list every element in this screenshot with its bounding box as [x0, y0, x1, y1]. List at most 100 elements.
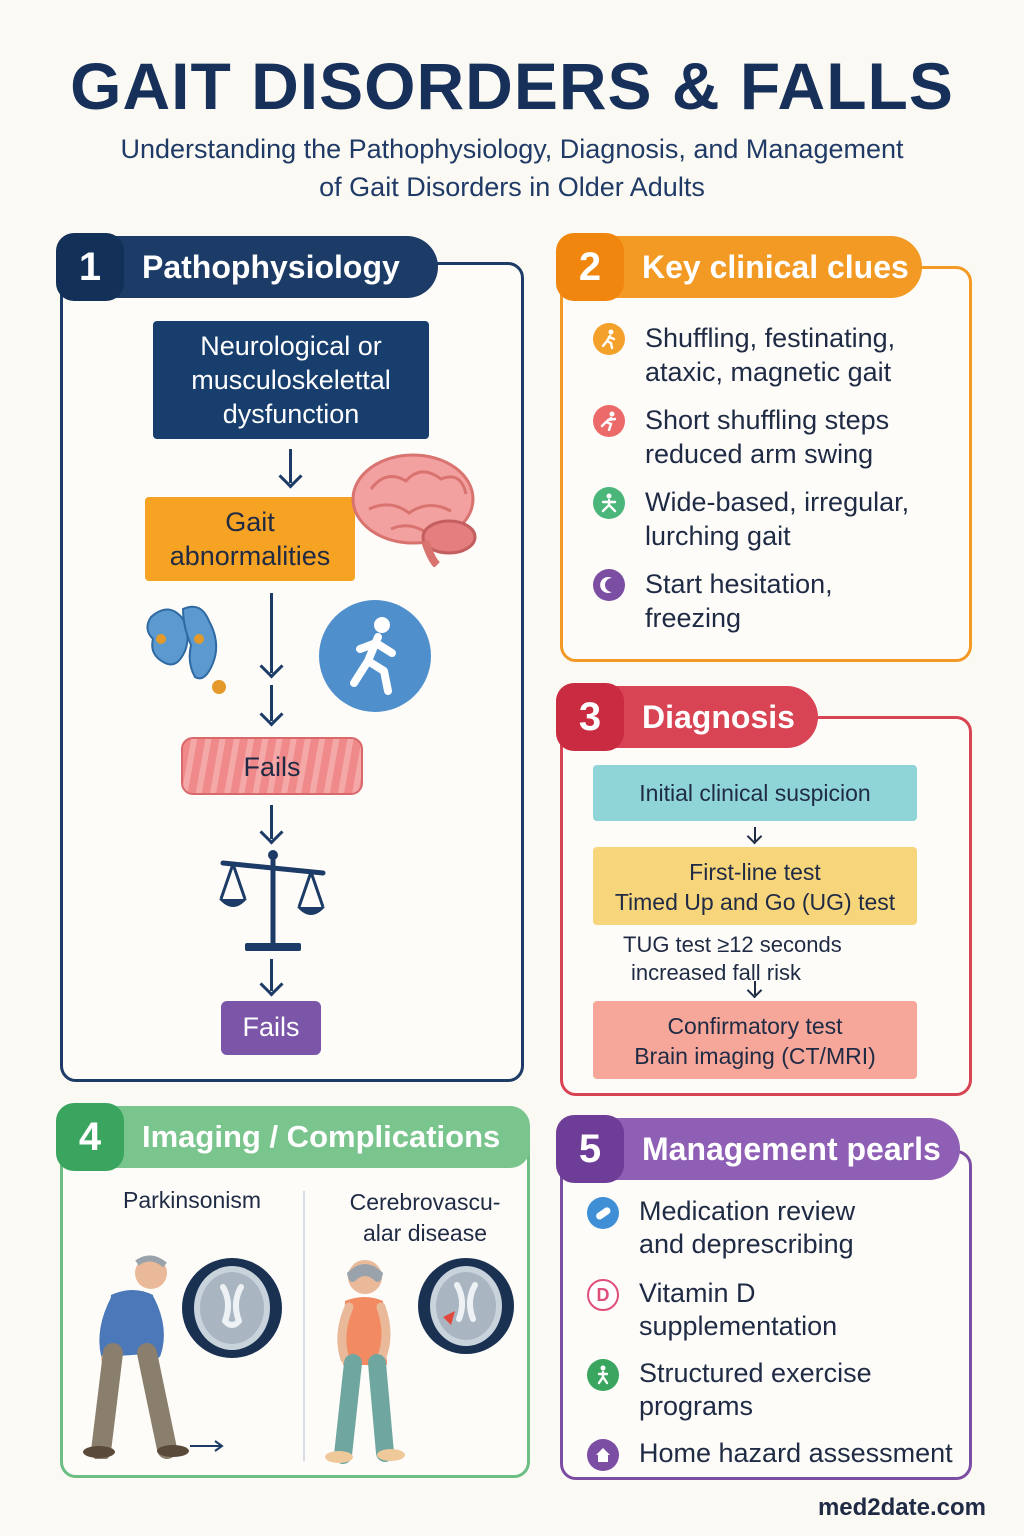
clue-item: Shuffling, festinating, ataxic, magnetic… [593, 321, 963, 389]
moon-icon [593, 569, 625, 601]
flow-arrow [270, 805, 273, 839]
clue-item: Start hesitation, freezing [593, 567, 963, 635]
pearl-item: D Vitamin D supplementation [587, 1277, 967, 1343]
section-title: Management pearls [642, 1130, 941, 1167]
neuron-icon [146, 605, 226, 694]
brain-icon [351, 453, 477, 567]
section-number: 3 [556, 683, 624, 751]
brain-lesion-scan-icon [418, 1258, 514, 1354]
pearl-line-1: Vitamin D [639, 1278, 756, 1308]
site-credit: med2date.com [817, 1494, 986, 1521]
pearl-item: Medication review and deprescribing [587, 1195, 967, 1261]
pearl-line-1: Home hazard assessment [639, 1438, 953, 1468]
page-subtitle: Understanding the Pathophysiology, Diagn… [40, 130, 984, 206]
section-number: 2 [556, 233, 624, 301]
diagnosis-header: 3 Diagnosis [556, 683, 818, 751]
falls-outcome-label: Fails [242, 1012, 300, 1042]
clue-line-2: reduced arm swing [645, 439, 874, 469]
diagnosis-panel: Initial clinical suspicion First-line te… [560, 716, 972, 1096]
parkinsonism-person-icon [83, 1255, 189, 1459]
clue-line-2: freezing [645, 603, 742, 633]
dysfunction-box: Neurological or musculoskelettal dysfunc… [153, 321, 429, 439]
panel-divider [303, 1191, 305, 1461]
pill-icon [587, 1197, 619, 1229]
clinical-clues-panel: Shuffling, festinating, ataxic, magnetic… [560, 266, 972, 662]
exercise-icon [587, 1359, 619, 1391]
section-number: 1 [56, 233, 124, 301]
walking-icon [593, 323, 625, 355]
imaging-header: 4 Imaging / Complications [56, 1103, 530, 1171]
section-number: 4 [56, 1103, 124, 1171]
walking-person-icon [319, 600, 431, 712]
stride-icon [593, 487, 625, 519]
clue-line-2: lurching gait [645, 521, 791, 551]
imaging-panel: Parkinsonism Cerebrovascu- alar disease [60, 1132, 530, 1478]
running-icon [593, 405, 625, 437]
first-line-test-box: First-line test Timed Up and Go (UG) tes… [593, 847, 917, 925]
clue-line-2: ataxic, magnetic gait [645, 357, 892, 387]
tug-note-line-2: increased fall risk [631, 960, 801, 985]
initial-suspicion-box: Initial clinical suspicion [593, 765, 917, 821]
pearl-line-1: Medication review [639, 1196, 856, 1226]
falls-outcome-box: Fails [221, 1001, 321, 1055]
tug-note: TUG test ≥12 seconds increased fall risk [623, 931, 903, 987]
falls-label: Fails [243, 752, 301, 782]
pearl-item: Structured exercise programs [587, 1357, 967, 1423]
cerebrovascular-label: Cerebrovascu- alar disease [327, 1187, 523, 1249]
flow-arrow [754, 827, 756, 841]
page-title: GAIT DISORDERS & FALLS [70, 49, 954, 123]
pearl-line-2: supplementation [639, 1311, 838, 1341]
section-title: Pathophysiology [142, 248, 400, 285]
pearl-line-2: programs [639, 1391, 754, 1421]
vitamin-d-icon: D [587, 1279, 619, 1311]
pearl-line-1: Structured exercise [639, 1358, 872, 1388]
gait-line-2: abnormalities [169, 541, 331, 571]
confirmatory-detail: Brain imaging (CT/MRI) [634, 1043, 876, 1069]
falls-muscle-box: Fails [181, 737, 363, 795]
dysfunction-line-2: musculoskelettal [191, 365, 391, 395]
flow-arrow [270, 959, 273, 991]
scales-icon [219, 850, 326, 951]
section-number: 5 [556, 1115, 624, 1183]
flow-arrow [754, 981, 756, 995]
clue-line-1: Short shuffling steps [645, 405, 890, 435]
dysfunction-line-1: Neurological or [200, 331, 382, 361]
flow-arrow [270, 593, 273, 673]
section-title: Imaging / Complications [142, 1119, 501, 1154]
clue-item: Short shuffling steps reduced arm swing [593, 403, 963, 471]
subtitle-line-1: Understanding the Pathophysiology, Diagn… [120, 134, 904, 164]
clue-item: Wide-based, irregular, lurching gait [593, 485, 963, 553]
section-title: Diagnosis [642, 698, 795, 735]
parkinsonism-label: Parkinsonism [123, 1187, 262, 1213]
subtitle-line-2: of Gait Disorders in Older Adults [319, 172, 705, 202]
clue-line-1: Shuffling, festinating, [645, 323, 896, 353]
confirmatory-test-box: Confirmatory test Brain imaging (CT/MRI) [593, 1001, 917, 1079]
clue-line-1: Start hesitation, [645, 569, 833, 599]
cerebrovascular-line-2: alar disease [362, 1220, 488, 1246]
vitamin-d-glyph: D [596, 1284, 610, 1305]
cerebrovascular-person-icon [325, 1260, 405, 1464]
tug-note-line-1: TUG test ≥12 seconds [623, 932, 842, 957]
pearl-item: Home hazard assessment [587, 1437, 967, 1471]
gait-line-1: Gait [225, 507, 275, 537]
pearl-line-2: and deprescribing [639, 1229, 854, 1259]
brain-scan-icon [182, 1258, 282, 1358]
pathophysiology-panel: Neurological or musculoskelettal dysfunc… [60, 262, 524, 1082]
pathophysiology-header: 1 Pathophysiology [56, 233, 438, 301]
clue-line-1: Wide-based, irregular, [645, 487, 910, 517]
initial-suspicion-label: Initial clinical suspicion [639, 780, 871, 806]
arrow-right-icon [190, 1440, 224, 1452]
dysfunction-line-3: dysfunction [222, 399, 360, 429]
management-header: 5 Management pearls [556, 1115, 960, 1183]
confirmatory-title: Confirmatory test [667, 1013, 843, 1039]
flow-arrow [270, 685, 273, 721]
gait-abnormalities-box: Gait abnormalities [145, 497, 355, 581]
clinical-clues-header: 2 Key clinical clues [556, 233, 922, 301]
management-panel: Medication review and deprescribing D Vi… [560, 1150, 972, 1480]
home-hazard-icon [587, 1439, 619, 1471]
cerebrovascular-line-1: Cerebrovascu- [349, 1189, 501, 1215]
first-line-title: First-line test [689, 859, 821, 885]
first-line-detail: Timed Up and Go (UG) test [614, 889, 896, 915]
section-title: Key clinical clues [642, 248, 909, 285]
flow-arrow [289, 449, 292, 483]
